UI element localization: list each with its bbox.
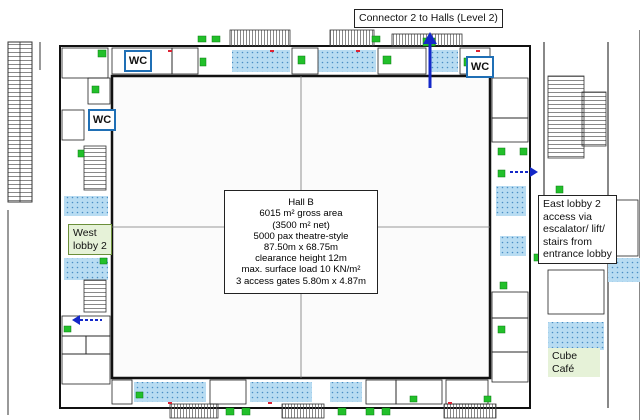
west-lobby-arrow <box>72 315 102 325</box>
east-lobby-label: East lobby 2 access via escalator/ lift/… <box>538 195 617 264</box>
east-lobby-line: entrance lobby <box>543 248 612 260</box>
bottom-seating-zones <box>134 382 362 402</box>
west-lobby-label: West lobby 2 <box>68 224 112 255</box>
hall-b-info: Hall B 6015 m² gross area (3500 m² net) … <box>224 190 378 294</box>
hall-line: clearance height 12m <box>255 253 347 265</box>
east-lobby-line: stairs from <box>543 235 593 248</box>
west-lobby-line: lobby 2 <box>73 239 107 252</box>
hall-line: 6015 m² gross area <box>259 208 343 220</box>
wc-label-left: WC <box>88 109 116 131</box>
east-lobby-line: access via <box>543 210 593 223</box>
cube-cafe-label: Cube Café <box>548 348 600 377</box>
east-lobby-line: East lobby 2 <box>543 198 601 210</box>
cafe-line: Cube <box>552 350 578 362</box>
hall-line: 87.50m x 68.75m <box>263 242 339 253</box>
east-lobby-arrow <box>510 167 538 177</box>
hall-line: max. surface load 10 KN/m² <box>241 264 361 276</box>
east-seating-zones <box>496 186 640 350</box>
stairs <box>83 29 607 419</box>
hall-line: 3 access gates 5.80m x 4.87m <box>235 275 367 287</box>
west-lobby-line: West <box>73 227 97 239</box>
wc-label-top-right: WC <box>466 56 494 78</box>
connector-arrow <box>423 32 437 88</box>
cafe-line: Café <box>552 362 575 375</box>
west-escalator-strip <box>7 41 41 415</box>
west-seating-zones <box>64 196 108 280</box>
top-seating-zones <box>232 50 458 72</box>
wc-label-top-left: WC <box>124 50 152 72</box>
connector-label: Connector 2 to Halls (Level 2) <box>354 9 503 28</box>
east-lobby-line: escalator/ lift/ <box>543 223 605 235</box>
hall-line: Hall B <box>288 197 314 209</box>
hall-line: 5000 pax theatre-style <box>253 230 349 242</box>
door-markers <box>168 50 480 404</box>
hall-line: (3500 m² net) <box>272 219 330 231</box>
